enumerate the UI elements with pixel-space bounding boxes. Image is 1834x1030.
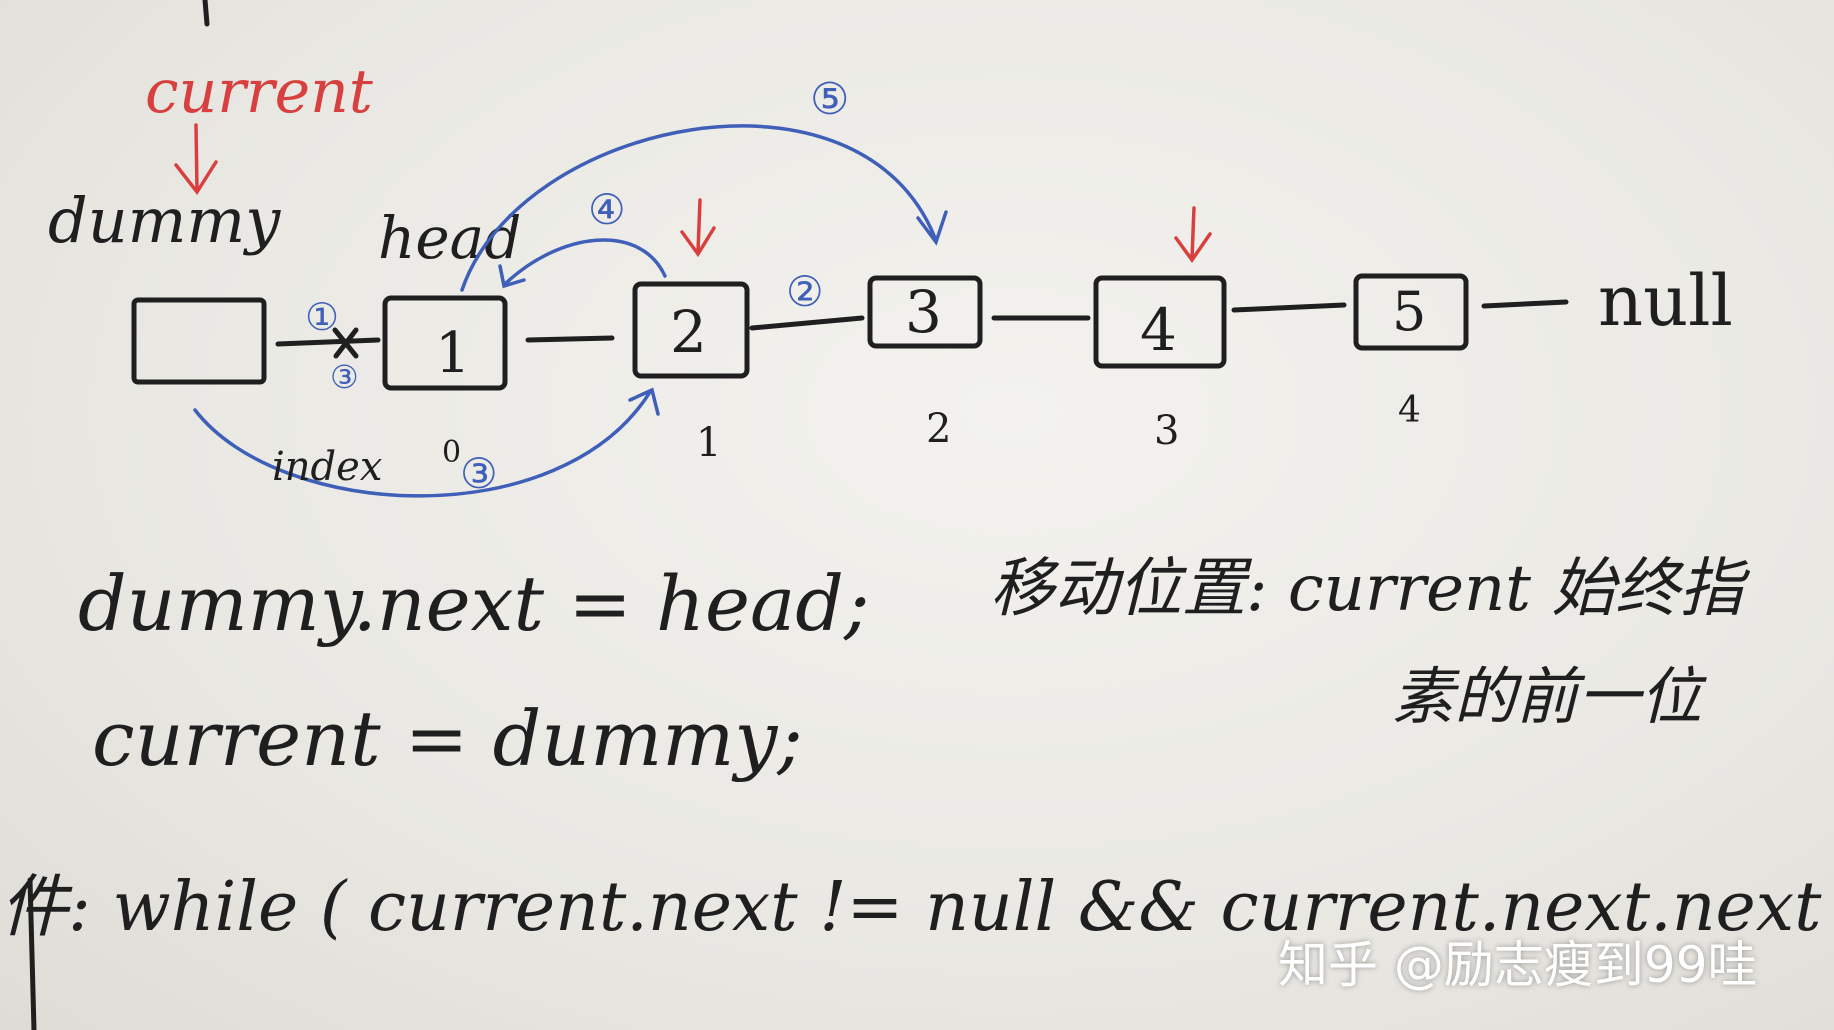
code-line-dummy-next: dummy.next = head; bbox=[78, 559, 870, 648]
margin-pen-mark bbox=[27, 877, 37, 1030]
index-4: 4 bbox=[1398, 390, 1421, 431]
code-line-current: current = dummy; bbox=[92, 694, 803, 783]
node-value-3: 3 bbox=[905, 278, 942, 346]
node-value-5: 5 bbox=[1392, 280, 1426, 343]
node-box-4 bbox=[1093, 275, 1227, 369]
node-value-4: 4 bbox=[1140, 296, 1177, 364]
link-5-null bbox=[1481, 299, 1569, 309]
step-marker-1: ① bbox=[305, 295, 339, 339]
step-marker-5: ⑤ bbox=[810, 74, 849, 125]
current-red-arrow bbox=[174, 123, 218, 196]
dummy-node-box bbox=[131, 297, 267, 385]
link-4-5 bbox=[1231, 302, 1347, 313]
head-label: head bbox=[378, 204, 521, 272]
step-5-arc bbox=[460, 124, 948, 292]
node-box-5 bbox=[1353, 273, 1469, 351]
current-pointer-label: current bbox=[145, 57, 374, 127]
index-0: 0 bbox=[442, 435, 461, 470]
node-box-1 bbox=[382, 295, 508, 391]
note-line-1: 移动位置: current 始终指 bbox=[990, 552, 1750, 626]
node-box-2 bbox=[632, 281, 750, 379]
link-dummy-1 bbox=[275, 337, 381, 347]
watermark: 知乎 @励志瘦到99哇 bbox=[1278, 936, 1758, 994]
null-label: null bbox=[1598, 260, 1733, 342]
index-label: index bbox=[272, 444, 382, 490]
node-value-1: 1 bbox=[435, 321, 471, 386]
code-line-while: 件: while ( current.next != null && curre… bbox=[0, 868, 1822, 947]
step-marker-3-small: ③ bbox=[330, 358, 359, 396]
note-line-2: 素的前一位 bbox=[1392, 660, 1707, 733]
broken-link-mark bbox=[332, 327, 359, 359]
dummy-label: dummy bbox=[48, 184, 281, 257]
link-2-3 bbox=[749, 315, 865, 331]
step-marker-3: ③ bbox=[460, 449, 498, 498]
index-1: 1 bbox=[696, 420, 721, 466]
red-arrow-node-4 bbox=[1174, 206, 1212, 264]
node-box-3 bbox=[867, 275, 983, 349]
index-3: 3 bbox=[1154, 408, 1179, 454]
step-4-arc bbox=[498, 238, 667, 289]
stray-pen-mark bbox=[202, 0, 210, 27]
link-1-2 bbox=[525, 335, 615, 343]
step-marker-2: ② bbox=[786, 267, 824, 316]
red-arrow-node-2 bbox=[680, 198, 716, 258]
step-marker-4: ④ bbox=[588, 185, 626, 234]
node-value-2: 2 bbox=[670, 298, 707, 366]
step-3-arc bbox=[193, 387, 660, 498]
index-2: 2 bbox=[926, 406, 951, 452]
